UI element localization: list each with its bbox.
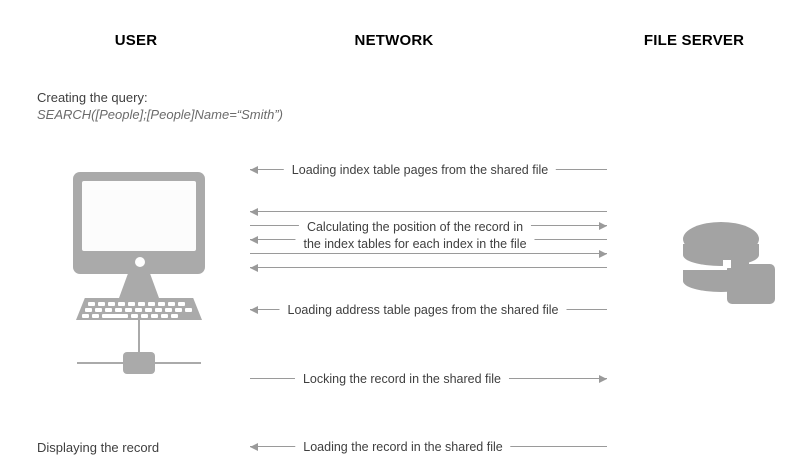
arrowhead-left-load-index-pages [250, 166, 258, 174]
flow-line-calc-1 [250, 211, 607, 212]
monitor-screen [82, 181, 196, 251]
message-lock-record: Locking the record in the shared file [294, 371, 510, 387]
creating-query-label: Creating the query: [37, 90, 148, 105]
arrowhead-right-calc-4 [599, 250, 607, 258]
network-connector-box [123, 352, 155, 374]
desktop-computer-icon [73, 172, 205, 374]
arrowhead-left-calc-1 [250, 208, 258, 216]
query-expression-text: SEARCH([People];[People]Name=“Smith”) [37, 107, 284, 122]
arrowhead-left-calc-3 [250, 236, 258, 244]
column-header-user: USER [114, 32, 158, 49]
column-header-network: NETWORK [354, 32, 434, 49]
keyboard-row [85, 308, 192, 312]
arrowhead-right-lock-record [599, 375, 607, 383]
arrowhead-right-calc-2 [599, 222, 607, 230]
keyboard-row [82, 314, 178, 318]
column-header-file-server: FILE SERVER [643, 32, 745, 49]
folder-icon [723, 257, 775, 304]
database-folder-icon [683, 222, 775, 304]
monitor-power-dot [135, 257, 145, 267]
flow-line-calc-5 [250, 267, 607, 268]
message-calculating-position-line2: the index tables for each index in the f… [295, 236, 535, 252]
monitor-stand [119, 274, 159, 298]
keyboard-icon [76, 298, 202, 320]
message-load-index-pages: Loading index table pages from the share… [283, 162, 557, 178]
message-load-address-pages: Loading address table pages from the sha… [279, 302, 567, 318]
keyboard-row [88, 302, 185, 306]
arrowhead-left-calc-5 [250, 264, 258, 272]
message-calculating-position-line1: Calculating the position of the record i… [298, 219, 532, 235]
arrowhead-left-load-address-pages [250, 306, 258, 314]
displaying-record-label: Displaying the record [37, 440, 160, 455]
arrowhead-left-load-record [250, 443, 258, 451]
monitor-body [73, 172, 205, 274]
message-load-record: Loading the record in the shared file [295, 439, 511, 455]
flow-line-calc-4 [250, 253, 607, 254]
network-cable-vertical [138, 320, 140, 354]
